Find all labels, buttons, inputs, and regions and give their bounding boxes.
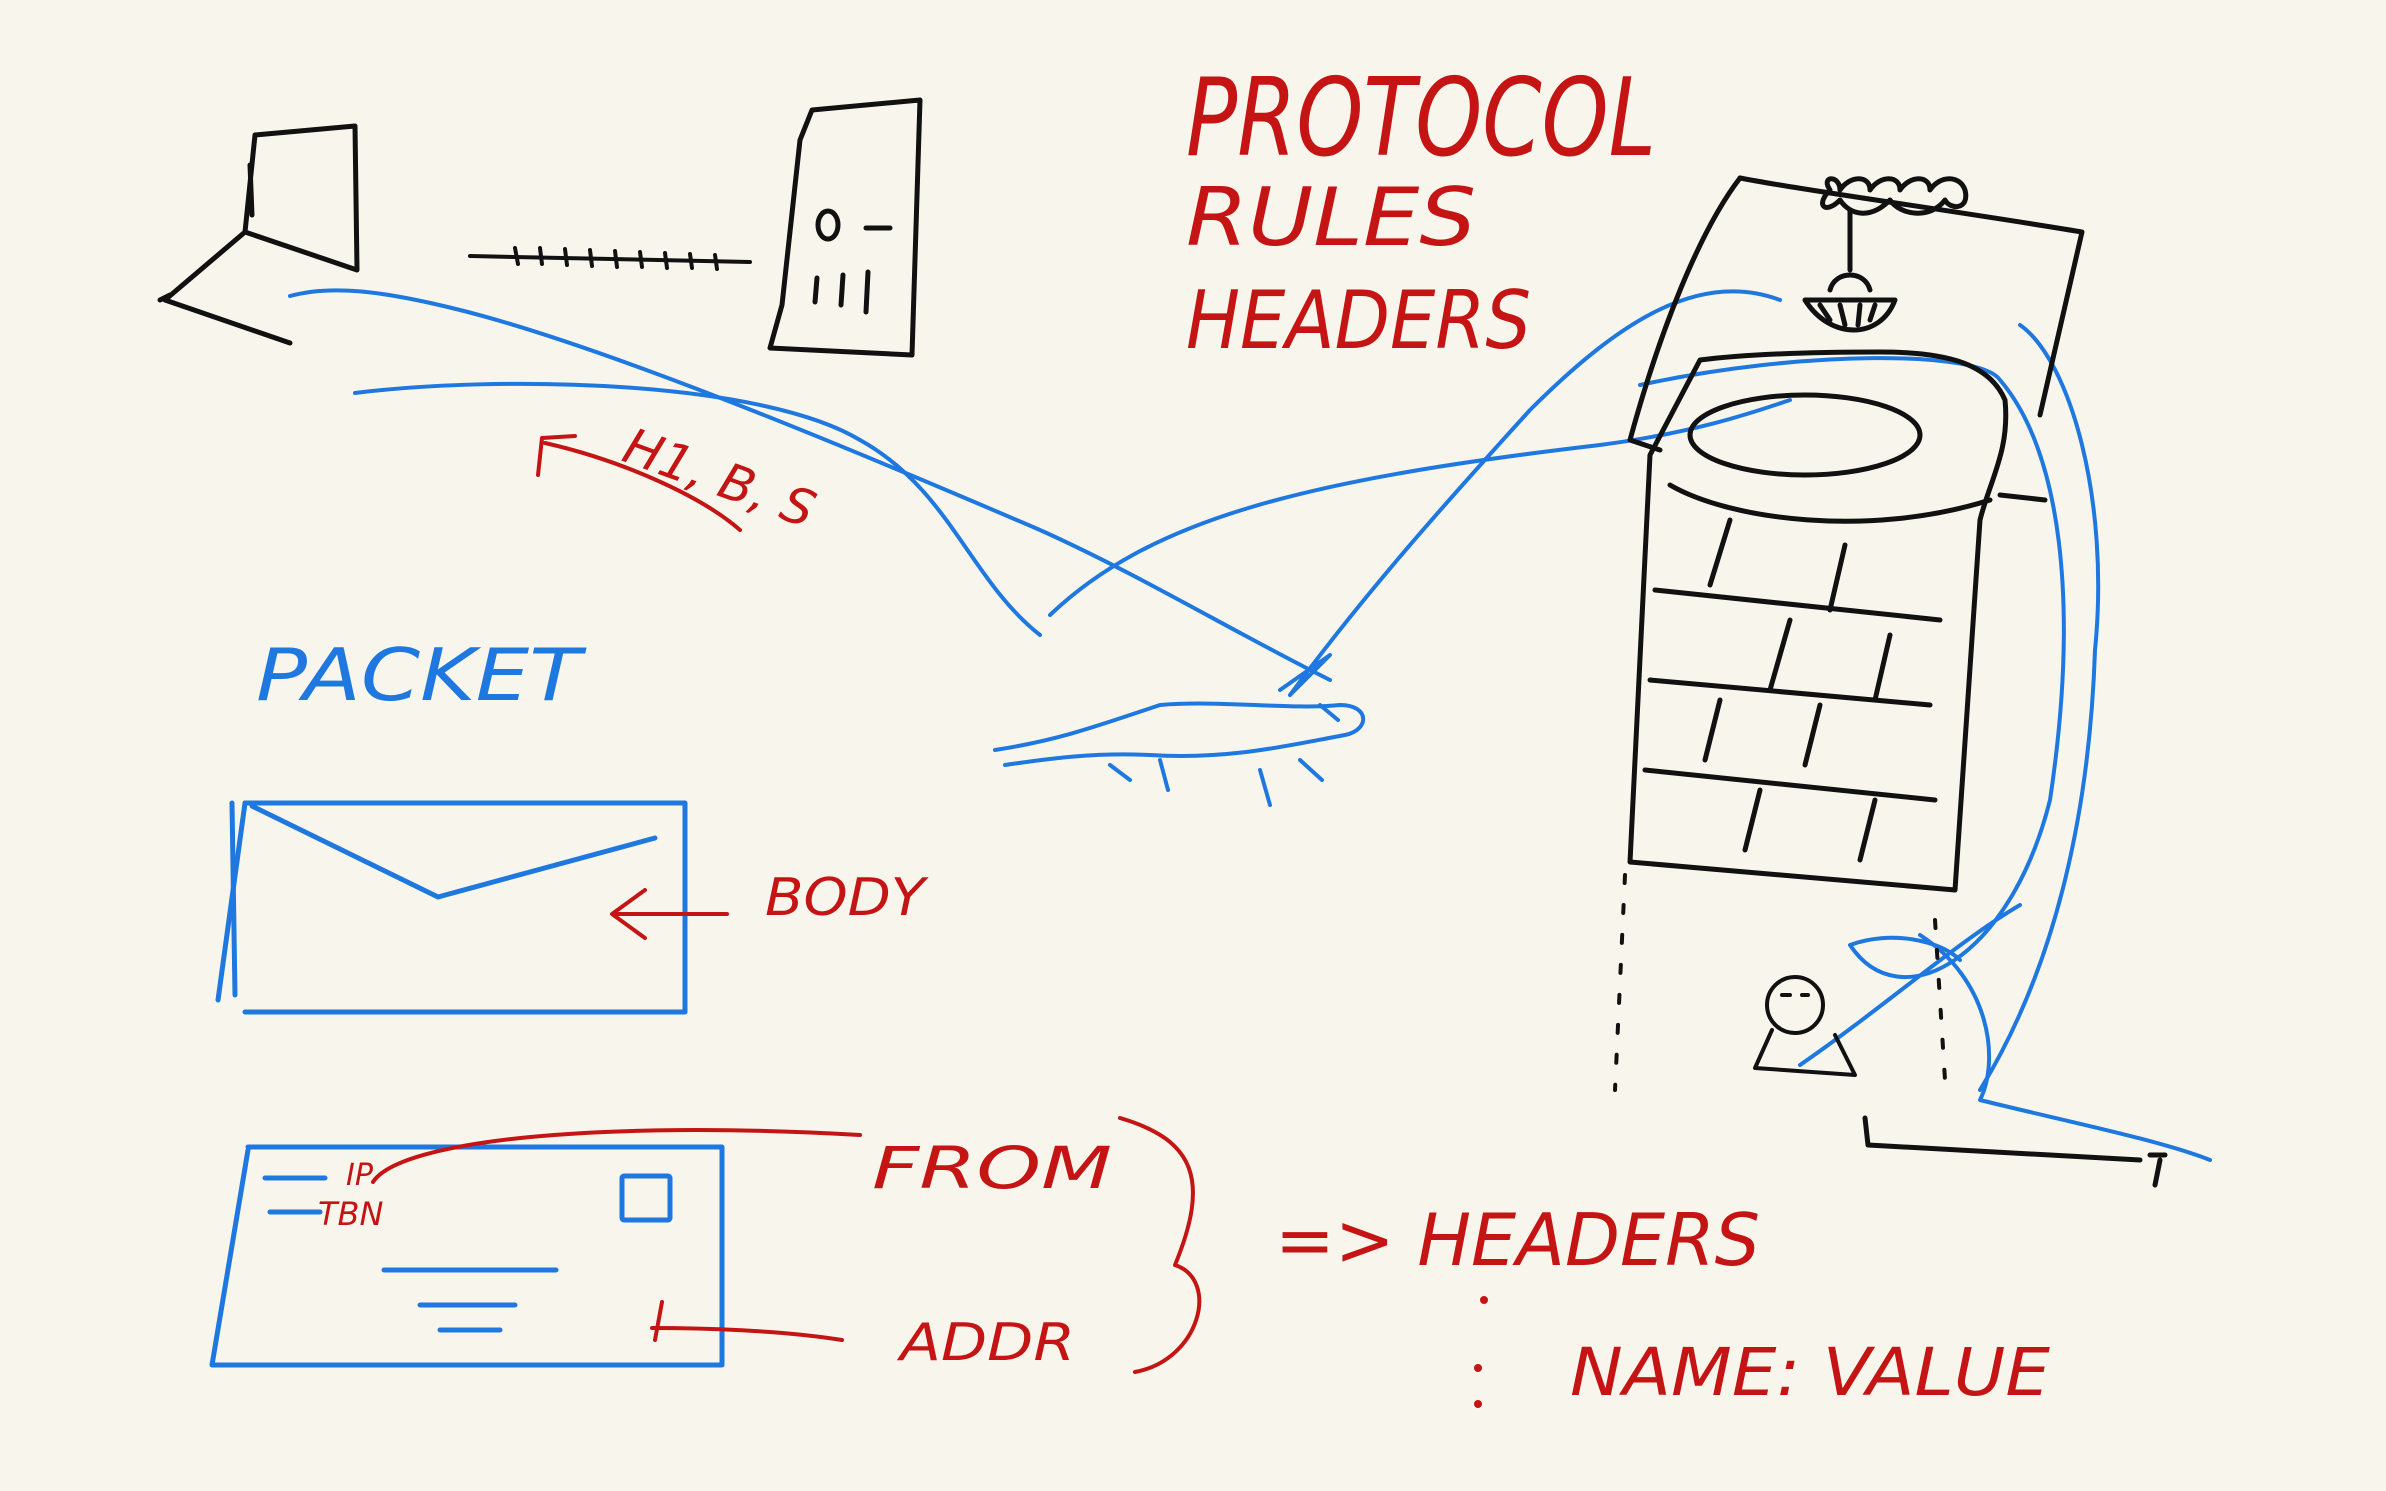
colon-dots	[1474, 1296, 1488, 1408]
body-arrow-icon	[610, 888, 729, 940]
body-label: BODY	[765, 868, 930, 928]
server-icon	[767, 97, 923, 358]
title-line-headers: HEADERS	[1186, 274, 1531, 367]
packet-label: PACKET	[256, 633, 587, 717]
arc-arrow-icon	[536, 434, 742, 532]
postcard-ip-text: IP	[346, 1158, 374, 1193]
headers-label: => HEADERS	[1275, 1198, 1760, 1282]
person-icon	[1753, 975, 1857, 1077]
title-line-protocol: PROTOCOL	[1186, 56, 1656, 181]
from-connector	[371, 1128, 862, 1184]
postcard-tbn-text: TBN	[318, 1195, 384, 1233]
envelope-icon	[215, 800, 688, 1015]
bird-icon	[993, 653, 1366, 807]
title-line-rules: RULES	[1186, 171, 1476, 264]
postcard-icon	[209, 1144, 725, 1368]
addr-arrow-icon	[650, 1300, 844, 1342]
name-value-label: NAME: VALUE	[1570, 1334, 2050, 1411]
arc-label: H1, B, S	[616, 417, 823, 540]
tower-icon	[1627, 175, 2085, 893]
tower-base-icon	[1862, 1115, 2168, 1188]
brace-icon	[1118, 1116, 1202, 1374]
cable-icon	[468, 246, 752, 271]
tower-dotted-lines	[1613, 873, 1947, 1092]
from-label: FROM	[872, 1134, 1112, 1202]
addr-label: ADDR	[897, 1313, 1075, 1373]
connection-curves	[288, 288, 2212, 1162]
antenna-icon	[1802, 176, 1969, 333]
laptop-icon	[157, 123, 360, 346]
